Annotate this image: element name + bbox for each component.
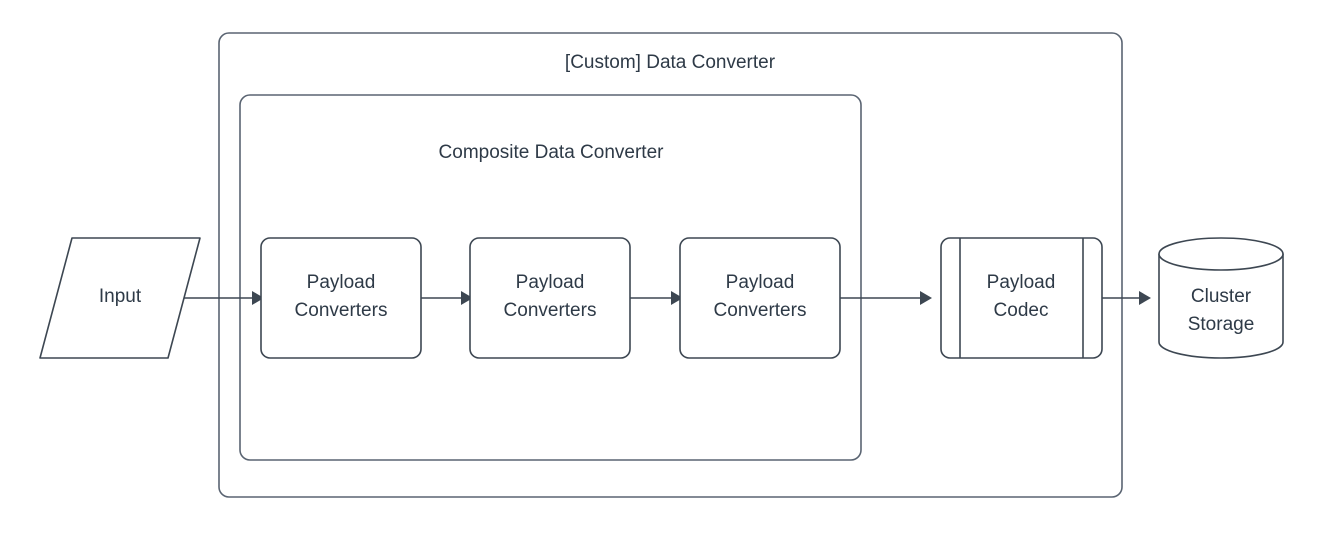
edge-payload-converters-1-to-2 [421, 291, 473, 305]
arrowhead-icon [920, 291, 932, 305]
node-cluster-storage-label-line2: Storage [1188, 314, 1255, 335]
container-composite-data-converter[interactable] [239, 94, 862, 461]
node-payload-converters-3-label-line1: Payload [726, 272, 795, 293]
arrowhead-icon [671, 291, 683, 305]
node-payload-converters-2-shape[interactable] [469, 237, 631, 359]
node-cluster-storage-label-line1: Cluster [1191, 286, 1252, 307]
node-input-label: Input [99, 286, 142, 307]
node-payload-converters-3-label-line2: Converters [714, 300, 807, 321]
arrowhead-icon [252, 291, 264, 305]
node-payload-converters-1-label-line2: Converters [295, 300, 388, 321]
node-payload-converters-1-shape[interactable] [260, 237, 422, 359]
container-custom-data-converter-label: [Custom] Data Converter [565, 52, 776, 73]
edge-input-to-payload-converters-1 [184, 291, 264, 305]
node-cluster-storage-top-ellipse [1158, 237, 1284, 271]
edge-payload-converters-2-to-3 [630, 291, 683, 305]
arrowhead-icon [461, 291, 473, 305]
edge-payload-codec-to-cluster-storage [1102, 291, 1151, 305]
arrowhead-icon [1139, 291, 1151, 305]
node-payload-converters-2-label-line1: Payload [516, 272, 585, 293]
container-composite-data-converter-label: Composite Data Converter [439, 142, 665, 163]
edge-payload-converters-3-to-payload-codec [840, 291, 932, 305]
node-payload-codec-shape[interactable] [940, 237, 1103, 359]
node-payload-converters-3-shape[interactable] [679, 237, 841, 359]
container-custom-data-converter[interactable] [218, 32, 1123, 498]
node-payload-converters-1-label-line1: Payload [307, 272, 376, 293]
node-payload-codec-label-line1: Payload [987, 272, 1056, 293]
node-cluster-storage-shape[interactable] [1158, 237, 1284, 359]
node-payload-codec-label-line2: Codec [994, 300, 1049, 321]
node-payload-converters-2-label-line2: Converters [504, 300, 597, 321]
node-input-shape[interactable] [39, 237, 201, 359]
